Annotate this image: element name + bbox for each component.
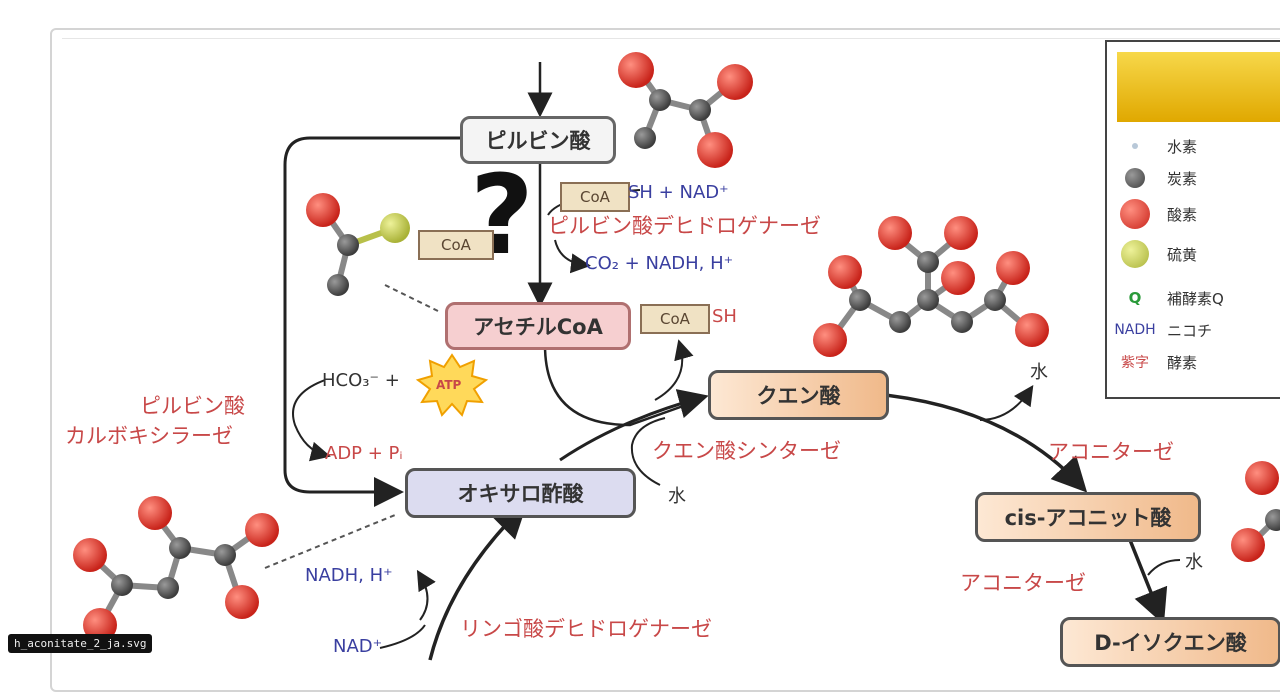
acetyl-molecule — [306, 193, 410, 296]
coa-tag-acetyl: CoA — [418, 230, 494, 260]
node-acetyl-coa: アセチルCoA — [445, 302, 631, 350]
oxaloacetate-molecule — [73, 496, 279, 642]
label-aconitase-2: アコニターゼ — [960, 571, 1086, 595]
enzyme-text-icon: 紫字 — [1121, 355, 1149, 371]
label-pyruvate-carboxylase-2: カルボキシラーゼ — [65, 424, 233, 448]
coa-tag-release: CoA — [640, 304, 710, 334]
legend-row-sulfur: 硫黄 — [1117, 240, 1197, 268]
atp-starburst — [415, 353, 489, 417]
label-aconitase-1: アコニターゼ — [1048, 440, 1174, 464]
legend-row-hydrogen: 水素 — [1117, 132, 1197, 160]
node-isocitrate: D-イソクエン酸 — [1060, 617, 1280, 667]
node-pyruvate: ピルビン酸 — [460, 116, 616, 164]
nadh-text-icon: NADH — [1114, 322, 1156, 338]
frame-divider — [62, 38, 1280, 39]
pathway-graphics — [73, 52, 1280, 661]
oxygen-icon — [1117, 199, 1153, 229]
label-water-3: 水 — [1185, 552, 1203, 573]
label-co2-nadh: CO₂ + NADH, H⁺ — [585, 253, 734, 274]
legend-header-bar — [1117, 52, 1280, 122]
legend-row-enzyme: 紫字 酵素 — [1117, 348, 1197, 376]
legend-row-coenzyme-q: Q 補酵素Q — [1117, 284, 1224, 312]
legend-row-nadh: NADH ニコチ — [1114, 321, 1213, 340]
arrow-citrate-cisaconitate — [884, 393, 1088, 493]
label-citrate-synthase: クエン酸シンターゼ — [652, 439, 841, 463]
label-malate-dehydrogenase: リンゴ酸デヒドロゲナーゼ — [460, 617, 712, 641]
label-sh: SH — [712, 306, 737, 327]
arrow-oxalo-citrate — [559, 389, 709, 462]
coa-tag-pyruvate: CoA — [560, 182, 630, 212]
arrow-pyruvate-oxaloacetate — [283, 136, 460, 507]
label-pyruvate-carboxylase-1: ピルビン酸 — [140, 394, 245, 418]
hydrogen-icon — [1117, 143, 1153, 149]
arrow-cisaconitate-isocitrate — [1128, 539, 1168, 625]
label-adp-pi: ADP + Pᵢ — [325, 443, 403, 464]
arrow-malate-oxalo — [428, 502, 528, 661]
label-nad: NAD⁺ — [333, 636, 383, 657]
coenzyme-q-icon: Q — [1128, 289, 1142, 307]
legend-row-oxygen: 酸素 — [1117, 199, 1197, 229]
node-oxaloacetate: オキサロ酢酸 — [405, 468, 636, 518]
label-nadh-h: NADH, H⁺ — [305, 565, 393, 586]
label-water-1: 水 — [668, 486, 686, 507]
legend-row-carbon: 炭素 — [1117, 164, 1197, 192]
label-water-2: 水 — [1030, 362, 1048, 383]
cis-aconitate-molecule — [1231, 461, 1280, 562]
arrow-acetylcoa-citrate — [543, 344, 701, 427]
label-hco3: HCO₃⁻ + — [322, 370, 400, 391]
label-atp: ATP — [436, 378, 462, 392]
file-caption: h_aconitate_2_ja.svg — [8, 634, 153, 653]
label-sh-nad: SH + NAD⁺ — [628, 182, 729, 203]
node-citrate: クエン酸 — [708, 370, 889, 420]
node-cis-aconitate: cis-アコニット酸 — [975, 492, 1201, 542]
label-pyruvate-dehydrogenase: ピルビン酸デヒドロゲナーゼ — [548, 214, 821, 238]
carbon-icon — [1117, 168, 1153, 188]
pyruvate-molecule — [618, 52, 753, 168]
citrate-molecule — [813, 216, 1049, 357]
legend: 水素 炭素 酸素 硫黄 Q 補酵素Q NADH ニコチ 紫字 酵素 — [1105, 40, 1280, 399]
diagram-frame — [50, 28, 1280, 692]
sulfur-icon — [1117, 240, 1153, 268]
